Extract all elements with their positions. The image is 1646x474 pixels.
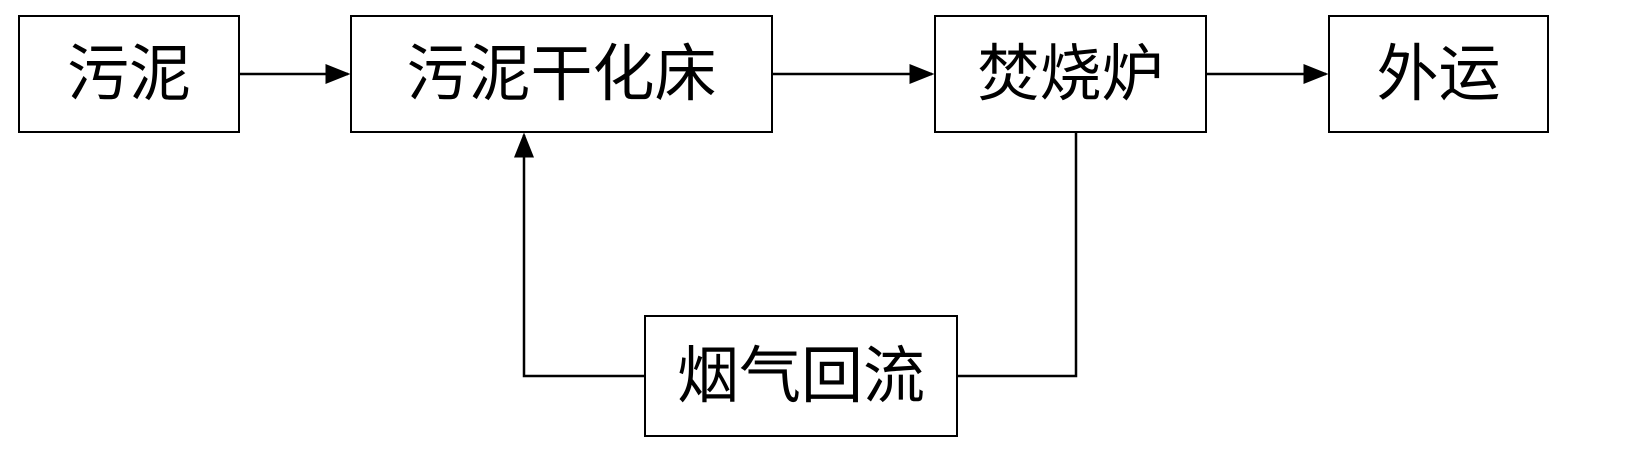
node-transport-out: 外运 (1328, 15, 1549, 133)
node-flue-gas-return-label: 烟气回流 (676, 339, 925, 412)
node-incinerator-label: 焚烧炉 (977, 37, 1164, 110)
node-sludge-label: 污泥 (66, 37, 191, 110)
arrow-flue-return-to-dryer (514, 132, 644, 378)
node-sludge-drying-bed-label: 污泥干化床 (406, 37, 717, 110)
node-transport-out-label: 外运 (1376, 37, 1501, 110)
node-sludge-drying-bed: 污泥干化床 (350, 15, 773, 133)
line-furnace-to-flue-return (958, 133, 1078, 378)
node-flue-gas-return: 烟气回流 (644, 315, 958, 437)
node-incinerator: 焚烧炉 (934, 15, 1207, 133)
node-sludge: 污泥 (18, 15, 240, 133)
